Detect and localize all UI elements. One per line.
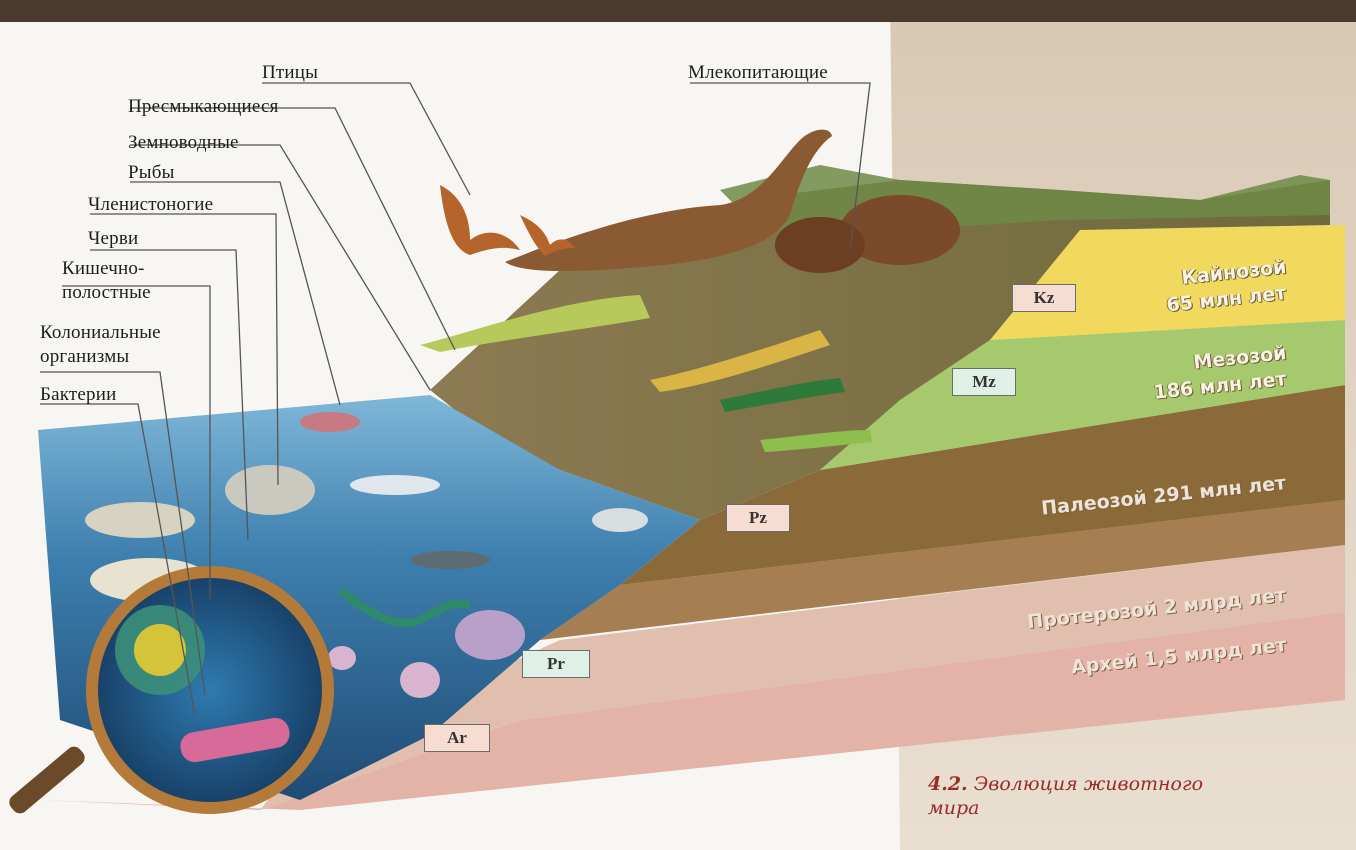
label-cnidarians-line1: Кишечно- bbox=[62, 258, 145, 280]
caption-text-line1: Эволюция животного bbox=[974, 773, 1203, 795]
caption-text-line2: мира bbox=[928, 797, 979, 819]
label-reptiles: Пресмыкающиеся bbox=[128, 96, 279, 118]
tag-pz: Pz bbox=[726, 504, 790, 532]
label-bacteria: Бактерии bbox=[40, 384, 117, 406]
label-cnidarians-line2: полостные bbox=[62, 282, 151, 304]
tag-pr: Pr bbox=[522, 650, 590, 678]
label-mammals: Млекопитающие bbox=[688, 62, 828, 84]
label-fish: Рыбы bbox=[128, 162, 175, 184]
figure-caption: 4.2. Эволюция животного мира bbox=[928, 772, 1228, 820]
label-amphibians: Земноводные bbox=[128, 132, 239, 154]
tag-ar: Ar bbox=[424, 724, 490, 752]
caption-number: 4.2. bbox=[928, 773, 968, 795]
label-colonial-line2: организмы bbox=[40, 346, 129, 368]
tag-mz: Mz bbox=[952, 368, 1016, 396]
label-colonial-line1: Колониальные bbox=[40, 322, 161, 344]
label-arthropods: Членистоногие bbox=[88, 194, 213, 216]
tag-kz: Kz bbox=[1012, 284, 1076, 312]
label-birds: Птицы bbox=[262, 62, 318, 84]
label-worms: Черви bbox=[88, 228, 138, 250]
top-strip bbox=[0, 0, 1356, 22]
